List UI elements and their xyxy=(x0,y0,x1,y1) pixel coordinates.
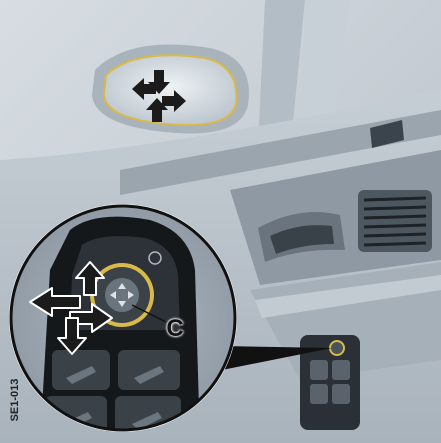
mirror-glass xyxy=(104,55,236,125)
figure-code: SE1-013 xyxy=(8,372,22,428)
callout-label: C xyxy=(164,316,186,342)
side-mirror xyxy=(92,44,249,133)
air-vent xyxy=(358,190,432,252)
mirror-switch-small xyxy=(330,341,344,355)
